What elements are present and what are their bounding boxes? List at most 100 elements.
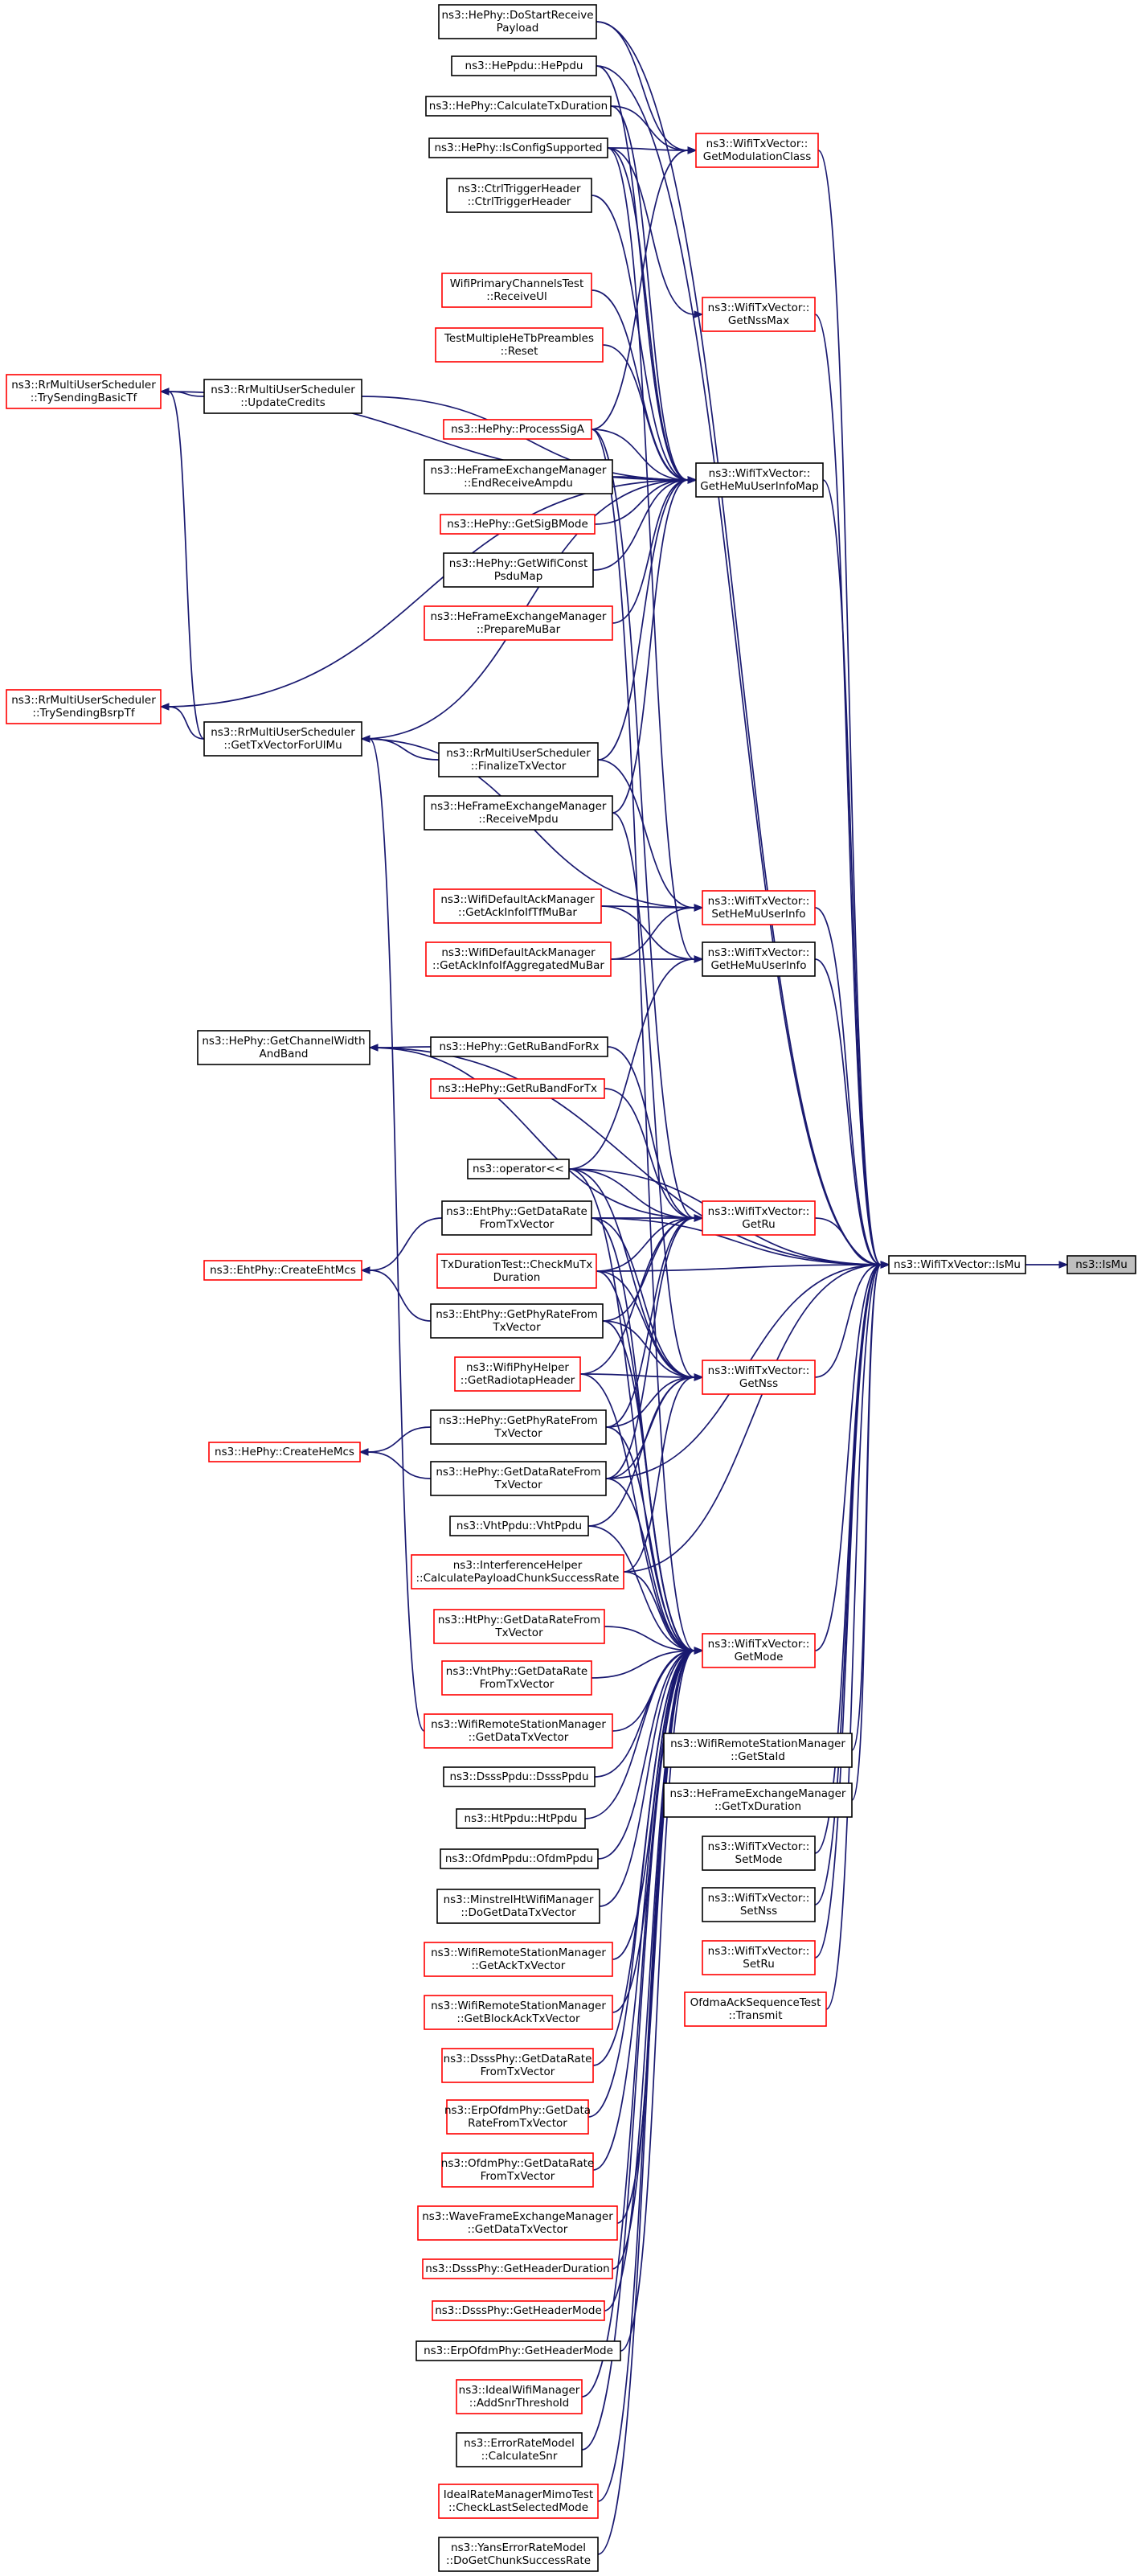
node-calc-tx-duration[interactable]: ns3::HePhy::CalculateTxDuration [425, 96, 612, 117]
node-box [695, 462, 824, 498]
node-label: GetNss [739, 1377, 778, 1390]
node-operator-lt-lt[interactable]: ns3::operator<< [467, 1159, 570, 1179]
node-dsss-header-mode[interactable]: ns3::DsssPhy::GetHeaderMode [432, 2300, 605, 2321]
node-label: GetNssMax [728, 314, 789, 327]
node-is-mu[interactable]: ns3::IsMu [1066, 1255, 1136, 1274]
node-get-sig-bmode[interactable]: ns3::HePhy::GetSigBMode [440, 514, 596, 535]
node-get-mode[interactable]: ns3::WifiTxVector::GetMode [702, 1633, 816, 1668]
node-label: FromTxVector [481, 2170, 555, 2183]
node-ht-ppdu[interactable]: ns3::HtPpdu::HtPpdu [456, 1808, 586, 1829]
node-get-he-mu-user-info[interactable]: ns3::WifiTxVector::GetHeMuUserInfo [702, 941, 816, 977]
node-prepare-mu-bar[interactable]: ns3::HeFrameExchangeManager::PrepareMuBa… [424, 605, 613, 641]
node-box [702, 1360, 816, 1395]
node-box [438, 2537, 599, 2572]
node-label: ::CtrlTriggerHeader [468, 195, 571, 208]
node-set-ru[interactable]: ns3::WifiTxVector::SetRu [702, 1940, 816, 1975]
node-label: ns3::HeFrameExchangeManager [670, 1787, 846, 1800]
node-create-eht-mcs[interactable]: ns3::EhtPhy::CreateEhtMcs [203, 1260, 362, 1281]
node-ideal-add-snr[interactable]: ns3::IdealWifiManager::AddSnrThreshold [456, 2379, 583, 2414]
node-box [424, 795, 613, 831]
node-ctrl-trigger-header[interactable]: ns3::CtrlTriggerHeader::CtrlTriggerHeade… [446, 178, 592, 213]
node-label: TxVector [493, 1479, 542, 1491]
node-set-mode[interactable]: ns3::WifiTxVector::SetMode [702, 1836, 816, 1871]
node-set-he-mu-user-info[interactable]: ns3::WifiTxVector::SetHeMuUserInfo [702, 890, 816, 925]
node-wtvis-mu[interactable]: ns3::WifiTxVector::IsMu [888, 1255, 1026, 1274]
node-label: ns3::WifiTxVector:: [708, 895, 810, 908]
node-label: TxVector [493, 1427, 542, 1440]
node-check-last-selected-mode[interactable]: IdealRateManagerMimoTest::CheckLastSelec… [438, 2484, 599, 2519]
node-vht-ppdu[interactable]: ns3::VhtPpdu::VhtPpdu [449, 1516, 589, 1536]
node-get-ack-tx-vector[interactable]: ns3::WifiRemoteStationManager::GetAckTxV… [424, 1942, 613, 1977]
node-finalize-tx-vector[interactable]: ns3::RrMultiUserScheduler::FinalizeTxVec… [438, 742, 599, 777]
node-yans-do-get-chunk[interactable]: ns3::YansErrorRateModel::DoGetChunkSucce… [438, 2537, 599, 2572]
node-receive-mpdu[interactable]: ns3::HeFrameExchangeManager::ReceiveMpdu [424, 795, 613, 831]
node-get-sta-id[interactable]: ns3::WifiRemoteStationManager::GetStaId [663, 1733, 853, 1768]
node-get-he-mu-user-info-map[interactable]: ns3::WifiTxVector::GetHeMuUserInfoMap [695, 462, 824, 498]
node-label: OfdmaAckSequenceTest [690, 1996, 821, 2009]
node-end-receive-ampdu[interactable]: ns3::HeFrameExchangeManager::EndReceiveA… [424, 459, 613, 494]
node-set-nss[interactable]: ns3::WifiTxVector::SetNss [702, 1887, 816, 1922]
node-get-radiotap-header[interactable]: ns3::WifiPhyHelper::GetRadiotapHeader [454, 1356, 581, 1392]
node-box [430, 1409, 607, 1445]
node-dsss-header-duration[interactable]: ns3::DsssPhy::GetHeaderDuration [422, 2258, 613, 2279]
node-ack-info-tf-mu-bar[interactable]: ns3::WifiDefaultAckManager::GetAckInfoIf… [433, 888, 602, 924]
edge-get-he-mu-user-info-map-to-wtvis-mu [822, 479, 890, 1269]
node-calc-payload-chunk[interactable]: ns3::InterferenceHelper::CalculatePayloa… [411, 1554, 624, 1589]
node-he-ppdu[interactable]: ns3::HePpdu::HePpdu [451, 55, 597, 76]
node-receive-ul[interactable]: WifiPrimaryChannelsTest::ReceiveUl [441, 273, 592, 308]
node-box [454, 1356, 581, 1392]
node-calculate-snr[interactable]: ns3::ErrorRateModel::CalculateSnr [456, 2432, 583, 2467]
node-ack-info-agg-mu-bar[interactable]: ns3::WifiDefaultAckManager::GetAckInfoIf… [425, 941, 612, 977]
node-test-reset[interactable]: TestMultipleHeTbPreambles::Reset [435, 327, 604, 363]
node-get-nss-max[interactable]: ns3::WifiTxVector::GetNssMax [702, 297, 816, 332]
edge-is-config-supported-to-get-he-mu-user-info [607, 147, 704, 963]
node-label: TestMultipleHeTbPreambles [444, 332, 594, 345]
node-label: GetMode [735, 1651, 784, 1663]
node-dsss-ppdu[interactable]: ns3::DsssPpdu::DsssPpdu [443, 1766, 596, 1787]
node-get-block-ack-tx-vector[interactable]: ns3::WifiRemoteStationManager::GetBlockA… [424, 1995, 613, 2030]
node-he-get-tx-duration[interactable]: ns3::HeFrameExchangeManager::GetTxDurati… [663, 1782, 853, 1818]
edge-he-get-data-rate-to-create-he-mcs [358, 1448, 432, 1479]
node-get-nss[interactable]: ns3::WifiTxVector::GetNss [702, 1360, 816, 1395]
node-get-ru-band-for-tx[interactable]: ns3::HePhy::GetRuBandForTx [430, 1078, 605, 1099]
node-box [663, 1782, 853, 1818]
node-get-modulation-class[interactable]: ns3::WifiTxVector::GetModulationClass [695, 133, 819, 168]
node-label: ns3::OfdmPhy::GetDataRate [441, 2157, 594, 2170]
node-get-ru-band-for-rx[interactable]: ns3::HePhy::GetRuBandForRx [430, 1036, 608, 1057]
node-create-he-mcs[interactable]: ns3::HePhy::CreateHeMcs [208, 1442, 361, 1462]
node-ofdm-ppdu[interactable]: ns3::OfdmPpdu::OfdmPpdu [440, 1848, 599, 1869]
node-get-tx-vector-for-ul-mu[interactable]: ns3::RrMultiUserScheduler::GetTxVectorFo… [203, 721, 362, 757]
node-update-credits[interactable]: ns3::RrMultiUserScheduler::UpdateCredits [203, 379, 362, 414]
node-is-config-supported[interactable]: ns3::HePhy::IsConfigSupported [428, 137, 608, 158]
node-label: ns3::WifiTxVector:: [708, 301, 810, 314]
node-box [203, 1260, 362, 1281]
node-box [702, 890, 816, 925]
node-box [436, 1889, 600, 1924]
node-wave-get-data-tx-vector[interactable]: ns3::WaveFrameExchangeManager::GetDataTx… [417, 2205, 618, 2241]
node-process-sig-a[interactable]: ns3::HePhy::ProcessSigA [443, 419, 592, 440]
node-get-ru[interactable]: ns3::WifiTxVector::GetRu [702, 1200, 816, 1236]
node-try-sending-bsrp-tf[interactable]: ns3::RrMultiUserScheduler::TrySendingBsr… [6, 689, 162, 724]
node-label: ns3::HePhy::GetRuBandForTx [438, 1082, 597, 1095]
edge-process-sig-a-to-get-mode [591, 429, 704, 1655]
node-erp-header-mode[interactable]: ns3::ErpOfdmPhy::GetHeaderMode [415, 2340, 621, 2361]
node-label: ns3::EhtPhy::GetPhyRateFrom [436, 1308, 598, 1321]
node-ofdma-transmit[interactable]: OfdmaAckSequenceTest::Transmit [684, 1991, 827, 2027]
node-minstrel-do-get-data[interactable]: ns3::MinstrelHtWifiManager::DoGetDataTxV… [436, 1889, 600, 1924]
node-try-sending-basic-tf[interactable]: ns3::RrMultiUserScheduler::TrySendingBas… [6, 374, 162, 409]
node-get-data-tx-vector[interactable]: ns3::WifiRemoteStationManager::GetDataTx… [424, 1713, 613, 1749]
nodes-layer: ns3::IsMuns3::WifiTxVector::IsMuns3::Wif… [6, 4, 1136, 2572]
